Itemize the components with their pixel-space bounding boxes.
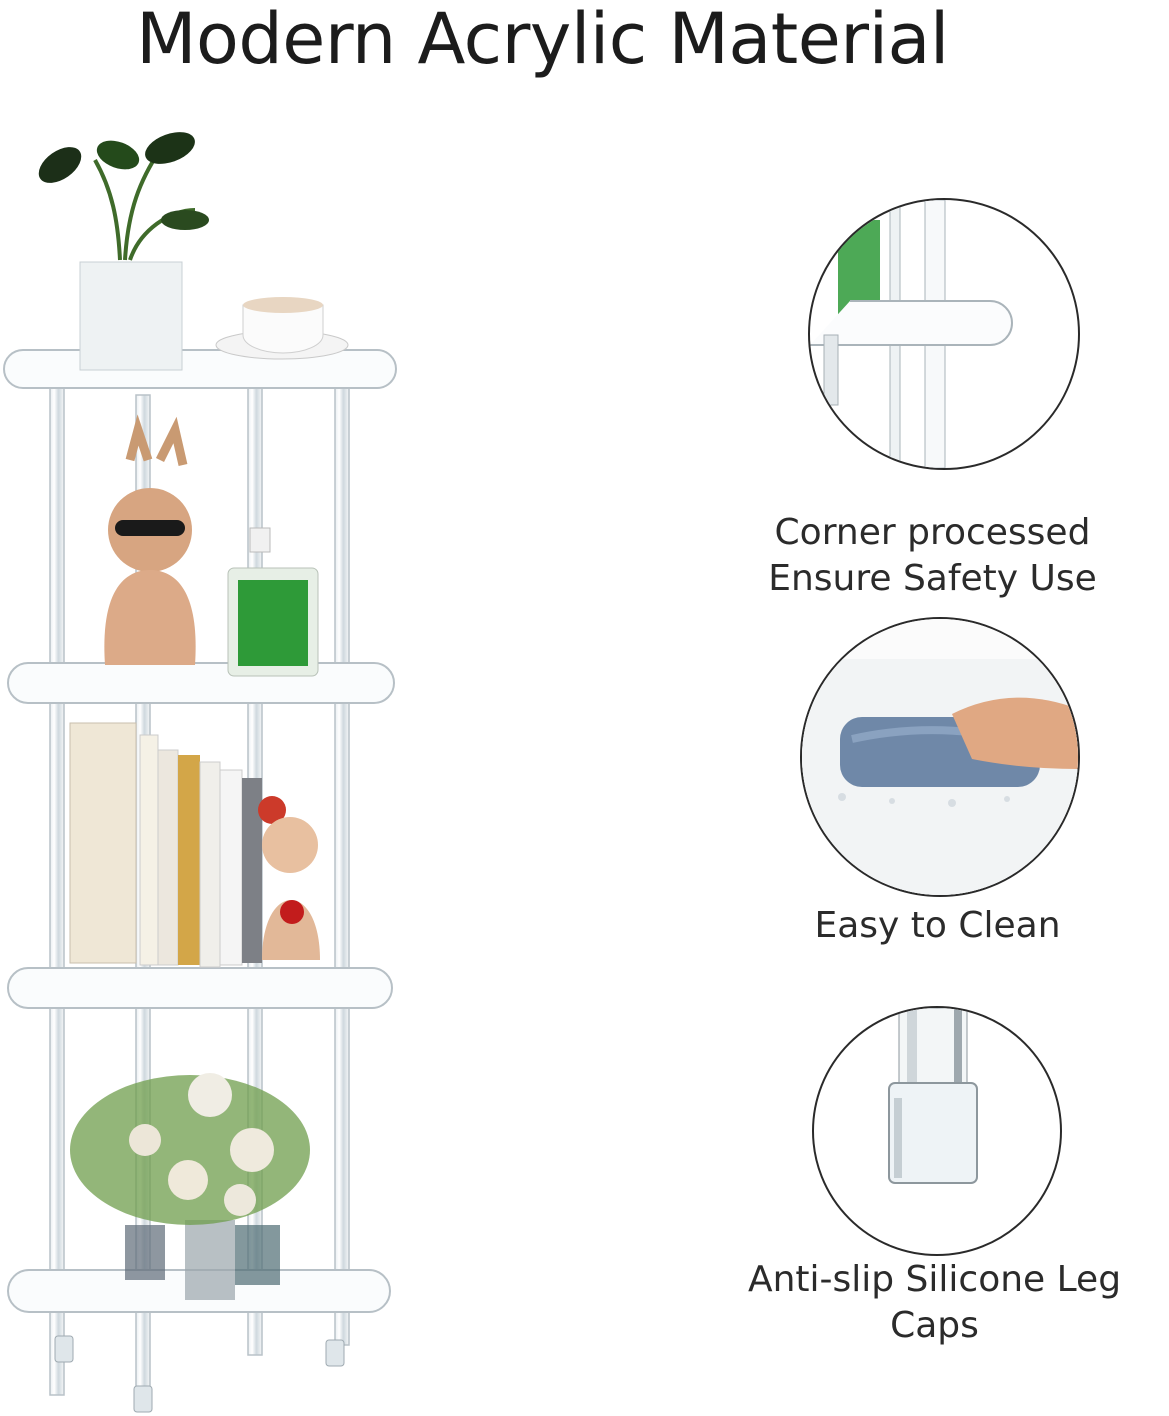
corner-closeup-icon [810, 200, 1013, 468]
bunny-figurine [104, 414, 196, 665]
leg-caps-caption: Anti-slip Silicone Leg Caps [747, 1259, 1122, 1346]
corner-closeup-image [808, 198, 1080, 470]
corner-caption: Corner processed Ensure Safety Use [760, 510, 1105, 602]
page-title: Modern Acrylic Material [136, 0, 949, 80]
girl-figurine [258, 796, 320, 960]
coffee-cup [215, 297, 349, 360]
corner-caption-line2: Ensure Safety Use [768, 558, 1097, 599]
cleaning-image [800, 617, 1080, 897]
perfume-bottle [227, 527, 319, 677]
cleaning-cloth-icon [802, 619, 1078, 895]
clean-caption: Easy to Clean [814, 905, 1061, 946]
leg-cap-icon [888, 1008, 978, 1184]
leg-caps [54, 1335, 345, 1413]
acrylic-shelf-illustration [3, 132, 397, 1413]
leg-cap-image [812, 1006, 1062, 1256]
books [69, 722, 262, 968]
plant-vase [38, 132, 209, 371]
corner-caption-line1: Corner processed [774, 512, 1091, 553]
flower-arrangement [70, 1073, 310, 1300]
